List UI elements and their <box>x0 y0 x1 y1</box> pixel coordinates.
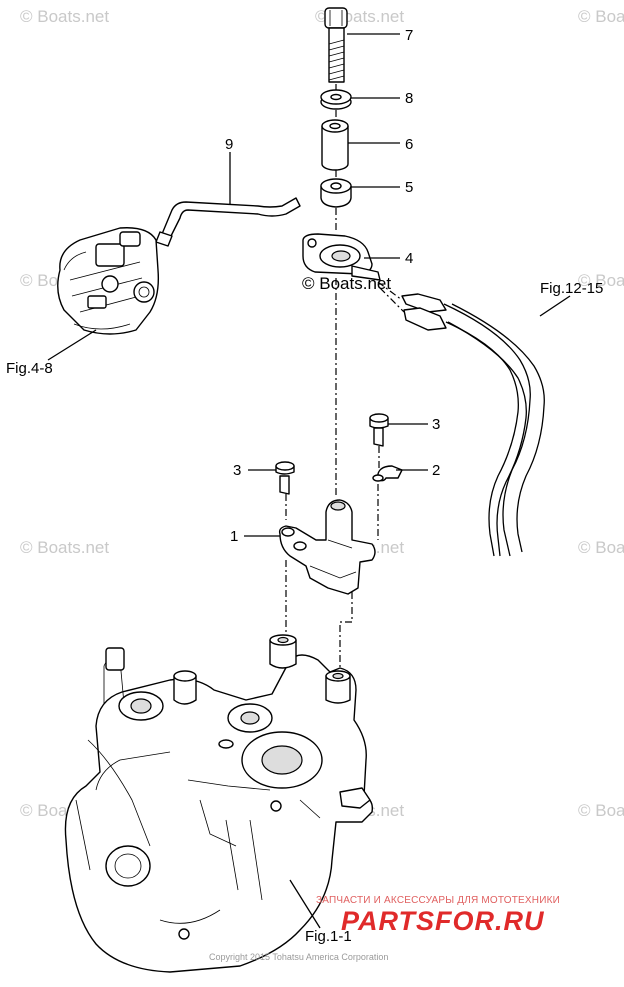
part-3-bolt-left[interactable] <box>275 461 295 495</box>
manifold-assembly <box>64 634 374 973</box>
copyright-text: Copyright 2015 Tohatsu America Corporati… <box>209 952 388 962</box>
alignment-lines <box>285 84 380 672</box>
callout-9: 9 <box>225 136 233 153</box>
callout-8: 8 <box>405 90 413 107</box>
watermark: © Boats.net <box>578 271 624 290</box>
fig-ref-4-8: Fig.4-8 <box>6 360 53 377</box>
leader-lines <box>47 33 571 929</box>
watermark-dark: © Boats.net <box>302 274 391 293</box>
callouts: 7 8 6 5 4 9 3 2 3 1 <box>225 27 440 545</box>
watermark: © Boats.net <box>578 7 624 26</box>
watermark: © Boats.net <box>578 538 624 557</box>
fig-ref-12-15: Fig.12-15 <box>540 280 603 297</box>
callout-2: 2 <box>432 462 440 479</box>
callout-7: 7 <box>405 27 413 44</box>
part-7-bolt[interactable] <box>324 7 348 83</box>
part-1-bracket[interactable] <box>278 499 376 595</box>
throttle-cables <box>377 281 545 557</box>
brand-subtitle: ЗАПЧАСТИ И АКСЕССУАРЫ ДЛЯ МОТОТЕХНИКИ <box>316 895 560 906</box>
watermark: © Boats.net <box>20 538 109 557</box>
carburetor-assembly <box>57 227 160 335</box>
brand-logo: PARTSFOR.RU <box>341 906 545 936</box>
callout-5: 5 <box>405 179 413 196</box>
partsfor-branding: ЗАПЧАСТИ И АКСЕССУАРЫ ДЛЯ МОТОТЕХНИКИ PA… <box>209 895 560 962</box>
callout-6: 6 <box>405 136 413 153</box>
callout-3-right: 3 <box>432 416 440 433</box>
callout-4: 4 <box>405 250 413 267</box>
fig-ref-1-1: Fig.1-1 <box>305 928 352 945</box>
part-4-lever[interactable] <box>302 233 381 281</box>
figure-refs: Fig.4-8 Fig.12-15 Fig.1-1 <box>6 280 603 945</box>
callout-1: 1 <box>230 528 238 545</box>
part-5-bushing[interactable] <box>320 178 352 208</box>
part-3-bolt-right[interactable] <box>369 413 389 447</box>
part-2-clip[interactable] <box>372 465 403 482</box>
callout-3-left: 3 <box>233 462 241 479</box>
part-6-collar[interactable] <box>321 119 349 171</box>
watermark: © Boats.net <box>20 7 109 26</box>
part-9-hose[interactable] <box>155 197 301 247</box>
watermark: © Boats.net <box>578 801 624 820</box>
part-8-washer[interactable] <box>320 89 352 110</box>
